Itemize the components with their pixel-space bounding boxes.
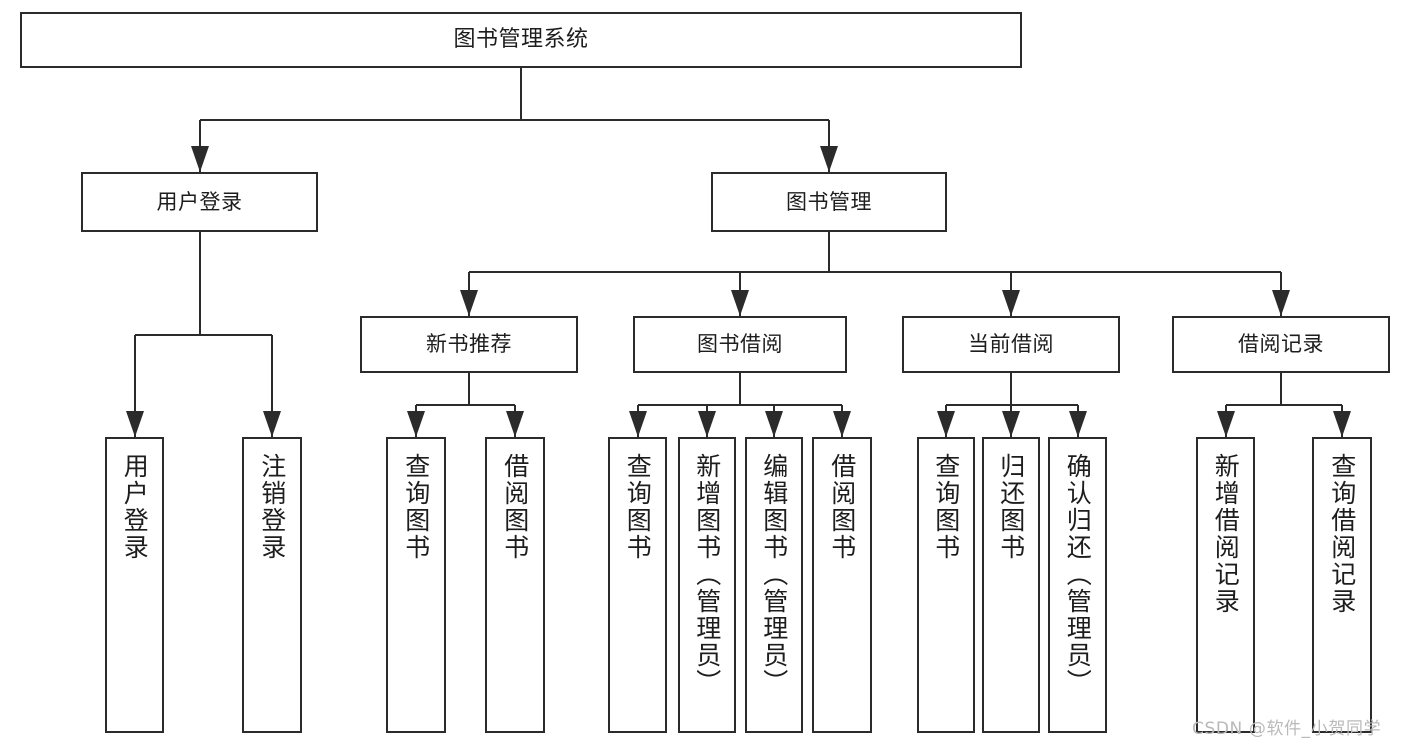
node-label-cur-confirm: 确认归还（管理员）	[1063, 453, 1093, 696]
arrowhead-bo-borrow	[833, 411, 851, 437]
node-bookmgmt[interactable]: 图书管理	[711, 172, 947, 232]
node-login-out[interactable]: 注销登录	[242, 437, 302, 733]
node-new-borrow[interactable]: 借阅图书	[485, 437, 545, 733]
arrowhead-login-in	[126, 411, 144, 437]
node-current[interactable]: 当前借阅	[902, 316, 1120, 373]
node-login-in[interactable]: 用户登录	[105, 437, 164, 733]
node-label-rec-add: 新增借阅记录	[1211, 453, 1241, 615]
node-label-newbook: 新书推荐	[426, 332, 512, 357]
node-label-borrow: 图书借阅	[697, 332, 783, 357]
arrowhead-rec-query	[1333, 411, 1351, 437]
arrowhead-bo-edit	[765, 411, 783, 437]
node-bo-borrow[interactable]: 借阅图书	[812, 437, 872, 733]
node-root[interactable]: 图书管理系统	[20, 12, 1022, 68]
node-label-root: 图书管理系统	[453, 27, 589, 53]
arrowhead-login	[191, 146, 209, 172]
arrowhead-cur-query	[937, 411, 955, 437]
node-label-new-query: 查询图书	[401, 453, 431, 561]
node-label-current: 当前借阅	[968, 332, 1054, 357]
node-cur-return[interactable]: 归还图书	[982, 437, 1040, 733]
arrowhead-bookmgmt	[820, 146, 838, 172]
node-label-login-in: 用户登录	[120, 453, 150, 561]
arrowhead-newbook	[460, 290, 478, 316]
node-label-login-out: 注销登录	[257, 453, 287, 561]
node-label-new-borrow: 借阅图书	[500, 453, 530, 561]
node-new-query[interactable]: 查询图书	[386, 437, 446, 733]
arrowhead-new-borrow	[506, 411, 524, 437]
arrowhead-cur-confirm	[1069, 411, 1087, 437]
node-rec-add[interactable]: 新增借阅记录	[1196, 437, 1255, 733]
node-label-records: 借阅记录	[1238, 332, 1324, 357]
node-cur-query[interactable]: 查询图书	[917, 437, 975, 733]
arrowhead-borrow	[731, 290, 749, 316]
arrowhead-login-out	[263, 411, 281, 437]
arrowhead-bo-query	[629, 411, 647, 437]
arrowhead-bo-add	[698, 411, 716, 437]
node-login[interactable]: 用户登录	[81, 172, 318, 232]
node-bo-edit[interactable]: 编辑图书（管理员）	[745, 437, 803, 733]
node-bo-add[interactable]: 新增图书（管理员）	[678, 437, 736, 733]
arrowhead-records	[1272, 290, 1290, 316]
node-label-bookmgmt: 图书管理	[786, 189, 872, 214]
node-cur-confirm[interactable]: 确认归还（管理员）	[1048, 437, 1107, 733]
arrowhead-new-query	[407, 411, 425, 437]
node-label-bo-borrow: 借阅图书	[827, 453, 857, 561]
node-label-rec-query: 查询借阅记录	[1327, 453, 1357, 615]
arrowhead-cur-return	[1002, 411, 1020, 437]
node-rec-query[interactable]: 查询借阅记录	[1312, 437, 1372, 733]
node-label-login: 用户登录	[156, 189, 243, 214]
node-borrow[interactable]: 图书借阅	[633, 316, 847, 373]
node-label-bo-query: 查询图书	[623, 453, 653, 561]
node-records[interactable]: 借阅记录	[1172, 316, 1390, 373]
node-bo-query[interactable]: 查询图书	[608, 437, 667, 733]
node-label-cur-return: 归还图书	[996, 453, 1026, 561]
node-label-bo-edit: 编辑图书（管理员）	[759, 453, 789, 696]
arrowhead-rec-add	[1217, 411, 1235, 437]
node-label-cur-query: 查询图书	[931, 453, 961, 561]
arrowhead-current	[1002, 290, 1020, 316]
node-label-bo-add: 新增图书（管理员）	[692, 453, 722, 696]
node-newbook[interactable]: 新书推荐	[360, 316, 578, 373]
